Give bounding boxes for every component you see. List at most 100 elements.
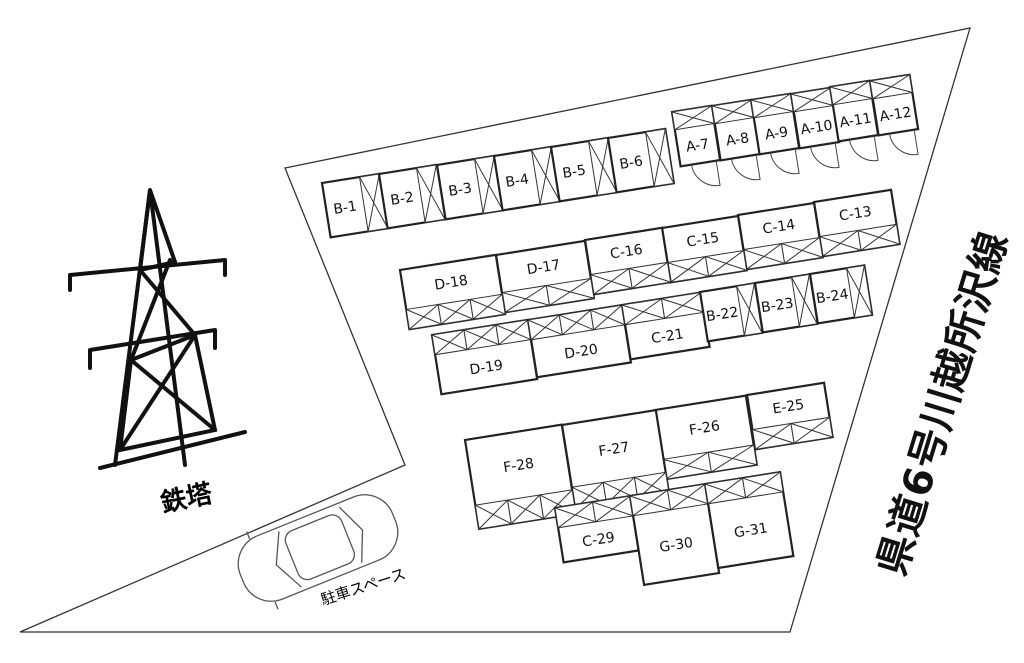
unit-label: B-1 [332,198,358,217]
storage-unit-b-24[interactable]: B-24 [808,264,874,325]
unit-label: B-24 [815,286,850,307]
storage-unit-d-17[interactable]: D-17 [494,239,596,314]
hatch-cross [495,319,532,346]
storage-unit-b-6[interactable]: B-6 [606,127,676,194]
storage-unit-f-28[interactable]: F-28 [463,423,578,531]
storage-unit-b-4[interactable]: B-4 [492,145,562,212]
storage-unit-a-8[interactable]: A-8 [710,98,764,185]
storage-unit-a-10[interactable]: A-10 [789,86,843,173]
hatch-cross [621,298,665,326]
door-swing-icon [888,129,919,156]
unit-label: A-7 [685,136,710,155]
hatch-cross [554,501,596,529]
hatch-cross [662,451,712,480]
unit-label: A-11 [838,110,872,131]
storage-unit-b-1[interactable]: B-1 [320,172,390,239]
hatch-cross [781,237,823,264]
unit-label: F-26 [688,418,721,439]
hatch-cross [406,304,442,330]
unit-label: G-31 [733,520,769,541]
storage-unit-f-26[interactable]: F-26 [653,394,759,481]
unit-label: C-14 [762,217,797,238]
unit-label: D-18 [433,273,469,294]
hatch-cross [869,74,913,100]
hatch-cross [527,314,563,341]
storage-unit-c-15[interactable]: C-15 [660,214,748,284]
unit-label: B-4 [504,171,530,191]
storage-unit-a-11[interactable]: A-11 [828,79,882,166]
hatch-cross [846,265,873,318]
door-swing-icon [848,135,879,162]
hatch-cross [507,494,544,525]
door-swing-icon [690,160,721,187]
storage-unit-a-9[interactable]: A-9 [749,92,803,179]
hatch-cross [819,230,862,257]
unit-label: D-19 [468,357,504,378]
car-icon [237,494,399,610]
storage-unit-g-30[interactable]: G-30 [628,482,721,587]
hatch-cross [629,489,671,517]
hatch-cross [463,324,500,351]
unit-label: C-16 [609,242,644,263]
hatch-cross [671,105,715,131]
hatch-cross [590,304,626,331]
unit-label: A-8 [725,130,750,149]
hatch-cross [743,243,785,270]
hatch-cross [501,285,550,313]
storage-unit-b-3[interactable]: B-3 [435,154,505,221]
storage-unit-b-22[interactable]: B-22 [698,282,764,343]
unit-label: C-15 [686,230,721,251]
hatch-cross [437,299,474,325]
door-swing-icon [809,142,840,169]
hatch-cross [661,292,705,319]
hatch-cross [475,499,512,530]
site-boundary [19,27,971,633]
hatch-cross [705,250,747,277]
unit-label: D-17 [526,257,562,278]
unit-label: G-30 [658,535,694,556]
hatch-cross [791,274,818,327]
hatch-cross [645,128,675,187]
unit-label: E-25 [771,397,805,418]
transmission-tower-icon [68,188,247,470]
hatch-cross [711,99,755,125]
hatch-cross [474,155,504,214]
storage-unit-c-14[interactable]: C-14 [736,201,824,271]
storage-unit-c-16[interactable]: C-16 [583,226,672,296]
hatch-cross [628,261,671,289]
storage-unit-b-2[interactable]: B-2 [377,163,447,230]
hatch-cross [469,293,506,320]
unit-label: A-9 [764,124,789,143]
storage-unit-d-18[interactable]: D-18 [398,253,507,331]
storage-unit-g-31[interactable]: G-31 [703,470,795,570]
storage-unit-c-21[interactable]: C-21 [620,291,711,361]
storage-unit-b-23[interactable]: B-23 [753,273,819,334]
unit-label: F-27 [597,439,630,460]
storage-unit-e-25[interactable]: E-25 [745,381,834,451]
hatch-cross [857,223,900,251]
hatch-cross [559,309,594,336]
storage-unit-a-12[interactable]: A-12 [868,73,922,160]
hatch-cross [546,278,595,306]
hatch-cross [736,283,763,336]
storage-unit-c-29[interactable]: C-29 [553,494,640,564]
hatch-cross [667,483,709,511]
hatch-cross [742,471,784,499]
door-swing-icon [769,148,800,175]
unit-label: B-23 [760,295,795,316]
hatch-cross [708,444,757,473]
storage-unit-c-13[interactable]: C-13 [812,188,901,258]
storage-unit-d-20[interactable]: D-20 [526,303,633,379]
hatch-cross [790,416,833,444]
unit-label: C-29 [581,530,616,551]
storage-unit-d-19[interactable]: D-19 [430,318,539,396]
unit-label: B-6 [618,153,644,173]
hatch-cross [590,268,633,295]
hatch-cross [416,164,446,223]
storage-unit-a-7[interactable]: A-7 [670,104,724,191]
storage-unit-b-5[interactable]: B-5 [549,136,619,203]
hatch-cross [431,329,468,356]
hatch-cross [829,80,873,106]
